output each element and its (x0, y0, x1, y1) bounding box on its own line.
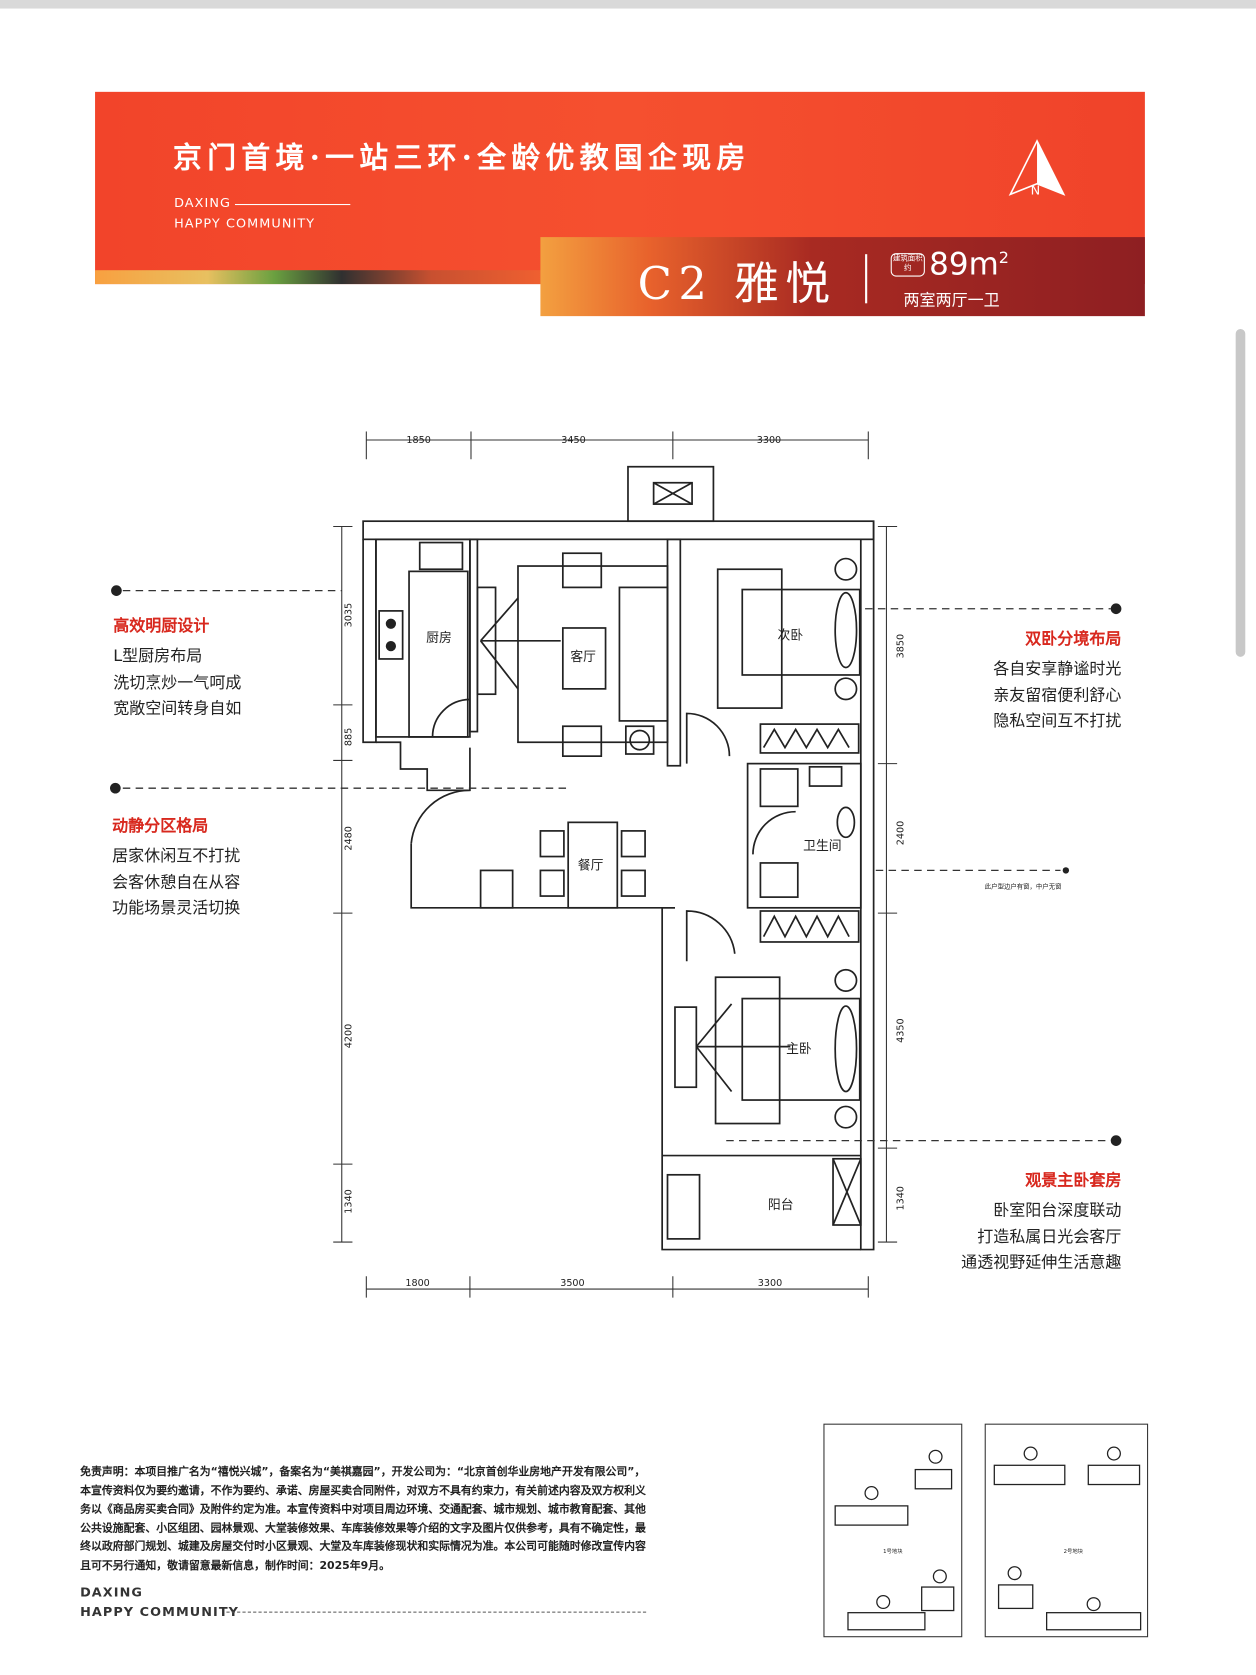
brand-en-2: HAPPY COMMUNITY (174, 215, 316, 231)
annotation-line: 会客休憩自在从容 (112, 872, 241, 892)
slogan: 京门首境·一站三环·全龄优教国企现房 (173, 142, 751, 176)
window-note: 此户型边户有窗，中户无窗 (985, 882, 1062, 891)
annotation-line: 居家休闲互不打扰 (112, 845, 241, 866)
unit-area: 89m2 (929, 246, 1009, 282)
annotation-title: 高效明厨设计 (113, 616, 210, 636)
annotation-line: 卧室阳台深度联动 (993, 1200, 1122, 1220)
annotation-title: 观景主卧套房 (1025, 1170, 1122, 1190)
dim-top-3: 3300 (757, 435, 781, 446)
annotation-line: 功能场景灵活切换 (112, 898, 241, 918)
dim-bottom-2: 3500 (560, 1278, 584, 1289)
dim-right-3: 4350 (896, 1018, 907, 1042)
dim-left-1: 3035 (343, 603, 354, 627)
annotation-bedrooms: 双卧分境布局 各自安享静谧时光 亲友留宿便利舒心 隐私空间互不打扰 (993, 627, 1121, 734)
unit-title: C2 雅悦 (637, 257, 837, 310)
annotation-title: 动静分区格局 (112, 815, 209, 836)
annotation-title: 双卧分境布局 (1025, 629, 1122, 649)
annotation-line: L型厨房布局 (113, 646, 203, 666)
site-map-2: 2号地块 (984, 1423, 1149, 1638)
annotation-line: 打造私属日光会客厅 (977, 1226, 1122, 1246)
dim-top-2: 3450 (561, 435, 585, 446)
annotation-line: 洗切烹炒一气呵成 (113, 672, 242, 692)
disclaimer: 免责声明：本项目推广名为“禧悦兴城”，备案名为“美祺嘉园”，开发公司为：“北京首… (80, 1466, 646, 1573)
compass-icon: N (1006, 139, 1068, 201)
annotation-line: 宽敞空间转身自如 (113, 698, 242, 718)
annotation-line: 通透视野延伸生活意趣 (961, 1252, 1122, 1272)
annotation-master: 观景主卧套房 卧室阳台深度联动 打造私属日光会客厅 通透视野延伸生活意趣 (961, 1168, 1121, 1275)
divider (234, 203, 351, 206)
dim-left-2: 885 (343, 728, 354, 746)
area-value: 89m (929, 245, 999, 282)
dim-left-4: 4200 (343, 1024, 354, 1048)
annotation-line: 亲友留宿便利舒心 (993, 685, 1122, 705)
banner-photo-strip (95, 270, 544, 285)
room-living: 客厅 (570, 649, 596, 665)
dim-top-1: 1850 (406, 435, 430, 446)
dim-bottom-3: 3300 (758, 1278, 782, 1289)
area-badge: 建筑面积约 (890, 253, 925, 277)
annotation-line: 各自安享静谧时光 (993, 658, 1122, 679)
annotation-zoning: 动静分区格局 居家休闲互不打扰 会客休憩自在从容 功能场景灵活切换 (112, 814, 240, 921)
unit-panel (540, 237, 1145, 317)
room-balcony: 阳台 (768, 1198, 794, 1213)
site-map-1: 1号地块 (823, 1423, 963, 1638)
annotation-kitchen: 高效明厨设计 L型厨房布局 洗切烹炒一气呵成 宽敞空间转身自如 (113, 614, 241, 721)
footer-brand-1: DAXING (80, 1584, 143, 1600)
footer-brand-2: HAPPY COMMUNITY (80, 1604, 240, 1620)
dim-bottom-1: 1800 (405, 1278, 429, 1289)
dim-right-4: 1340 (896, 1186, 907, 1210)
area-sup: 2 (998, 248, 1009, 268)
divider (865, 254, 868, 304)
room-master: 主卧 (786, 1042, 812, 1057)
top-bar (0, 0, 1256, 9)
footer-divider (226, 1611, 647, 1613)
room-bathroom: 卫生间 (803, 839, 841, 854)
scrollbar[interactable] (1235, 328, 1246, 657)
site-map-label: 1号地块 (883, 1547, 903, 1555)
room-dining: 餐厅 (578, 857, 604, 873)
room-kitchen: 厨房 (426, 630, 452, 646)
dim-left-5: 1340 (343, 1189, 354, 1213)
compass-label: N (1030, 182, 1042, 198)
site-map-label: 2号地块 (1064, 1547, 1084, 1555)
room-bedroom2: 次卧 (778, 629, 804, 644)
dim-right-2: 2400 (896, 821, 907, 845)
dim-left-3: 2480 (343, 826, 354, 850)
annotation-line: 隐私空间互不打扰 (993, 711, 1122, 731)
unit-layout: 两室两厅一卫 (903, 290, 1000, 310)
dim-right-1: 3850 (896, 634, 907, 658)
brand-en-1: DAXING (174, 195, 231, 211)
